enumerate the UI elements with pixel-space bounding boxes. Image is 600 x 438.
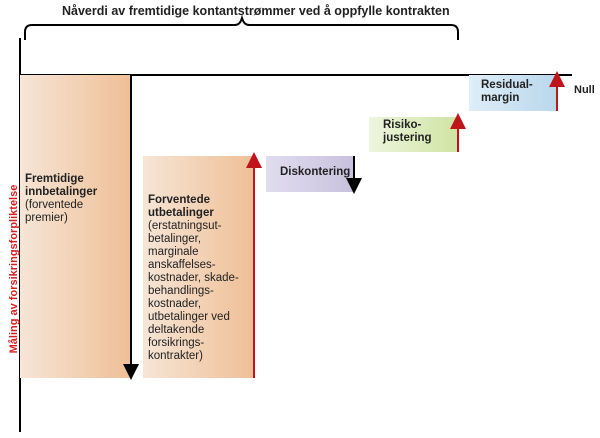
block-subtitle: (forventede premier)	[25, 199, 84, 224]
block-forventede-utbetalinger: Forventede utbetalinger (erstatningsut-b…	[143, 156, 254, 378]
block-residualmargin: Residual-margin	[469, 75, 557, 111]
block-fremtidige-innbetalinger: Fremtidige innbetalinger (forventede pre…	[20, 75, 131, 378]
block-risikojustering: Risiko-justering	[369, 117, 458, 152]
block-title: Residual-margin	[481, 79, 533, 104]
block-title: Fremtidige innbetalinger	[25, 173, 98, 198]
block-subtitle: (erstatningsut-betalinger, marginale ans…	[148, 220, 239, 362]
block-title: Diskontering	[280, 166, 351, 178]
null-label: Null	[574, 84, 595, 96]
top-label: Nåverdi av fremtidige kontantstrømmer ve…	[62, 4, 450, 18]
top-brace	[24, 14, 459, 40]
block-title: Forventede utbetalinger	[148, 194, 214, 219]
y-axis-label: Måling av forsikringsforpliktelse	[8, 184, 20, 354]
block-diskontering: Diskontering	[266, 156, 354, 192]
block-title: Risiko-justering	[383, 119, 432, 144]
